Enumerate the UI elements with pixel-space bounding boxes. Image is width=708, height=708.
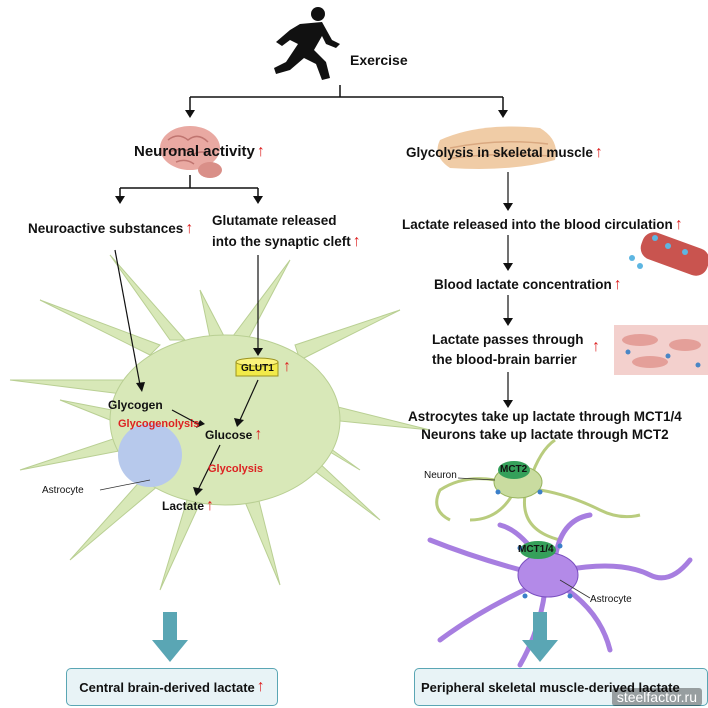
exercise-branch-lines	[189, 85, 504, 112]
blood-lactate-label: Blood lactate concentration↑	[434, 276, 622, 294]
arrowhead-r4	[503, 400, 513, 408]
bbb-up-arrow-icon: ↑	[592, 338, 600, 355]
glycogen-label: Glycogen	[108, 398, 163, 412]
glycolysis-muscle-label: Glycolysis in skeletal muscle↑	[406, 144, 603, 162]
glycogenolysis-label: Glycogenolysis	[118, 418, 200, 430]
left-flow-arrows	[114, 249, 259, 491]
glucose-text: Glucose	[205, 428, 253, 442]
uptake-line2: Neurons take up lactate through MCT2	[421, 427, 669, 442]
neuronal-activity-text: Neuronal activity	[134, 143, 255, 160]
lactate-released-label: Lactate released into the blood circulat…	[402, 216, 683, 234]
up-arrow-icon: ↑	[206, 497, 215, 514]
mct2-label: MCT2	[500, 464, 528, 475]
arrowhead-neuroactive	[115, 196, 125, 204]
glycolysis-muscle-text: Glycolysis in skeletal muscle	[406, 145, 593, 160]
arrowhead-r2	[503, 263, 513, 271]
central-lactate-text: Central brain-derived lactate	[79, 679, 255, 695]
arrowhead-r3	[503, 318, 513, 326]
big-down-arrow-right	[522, 612, 558, 662]
lactate-released-text: Lactate released into the blood circulat…	[402, 217, 673, 232]
up-arrow-icon: ↑	[674, 216, 683, 233]
up-arrow-icon: ↑	[613, 276, 622, 293]
neuron-pointer	[457, 477, 496, 481]
neuroactive-label: Neuroactive substances↑	[28, 220, 193, 238]
arrowhead-to-glucose	[234, 418, 244, 427]
arrowhead-r1	[503, 203, 513, 211]
astrocyte-pointer	[99, 479, 151, 491]
up-arrow-icon: ↑	[185, 220, 194, 237]
up-arrow-icon: ↑	[594, 144, 603, 161]
big-down-arrow-left	[152, 612, 188, 662]
uptake-line1: Astrocytes take up lactate through MCT1/…	[408, 409, 682, 424]
mct14-label: MCT1/4	[518, 544, 554, 555]
lactate-label: Lactate↑	[162, 497, 214, 515]
bbb-line1: Lactate passes through	[432, 332, 584, 347]
astrocyte-right-pointer	[559, 579, 591, 599]
up-arrow-icon: ↑	[256, 143, 265, 160]
arrowhead-to-glut1	[253, 348, 263, 356]
up-arrow-icon: ↑	[254, 426, 263, 443]
runner-icon	[274, 7, 340, 80]
exercise-label: Exercise	[350, 52, 408, 68]
muscle-icon	[437, 126, 556, 169]
neuroactive-text: Neuroactive substances	[28, 221, 184, 236]
lactate-dots	[495, 489, 573, 599]
bbb-line2: the blood-brain barrier	[432, 352, 577, 367]
bbb-label: Lactate passes through the blood-brain b…	[432, 330, 584, 370]
watermark: steelfactor.ru	[611, 688, 702, 706]
left-branch-lines	[119, 175, 259, 198]
neuron-label: Neuron	[424, 470, 457, 481]
astrocyte-label: Astrocyte	[42, 485, 84, 496]
neuronal-activity-label: Neuronal activity↑	[134, 143, 265, 161]
lactate-text: Lactate	[162, 499, 205, 513]
arrowhead-left	[185, 110, 195, 118]
arrowhead-to-glycogen	[136, 382, 145, 392]
arrowhead-glycogen-glucose	[196, 420, 205, 428]
glycolysis-label: Glycolysis	[208, 463, 264, 475]
astrocyte-nucleus	[118, 423, 182, 487]
brain-icon	[160, 126, 222, 178]
glut1-transporter	[235, 357, 279, 377]
astrocyte-cell	[9, 254, 431, 591]
arrowhead-right	[498, 110, 508, 118]
glutamate-label: Glutamate released into the synaptic cle…	[212, 210, 361, 252]
central-lactate-box: Central brain-derived lactate↑	[66, 668, 278, 706]
blood-lactate-text: Blood lactate concentration	[434, 277, 612, 292]
mct14-marker	[520, 541, 556, 559]
mct2-marker	[498, 461, 530, 479]
up-arrow-icon: ↑	[352, 233, 361, 250]
up-arrow-icon: ↑	[256, 678, 265, 695]
glutamate-line1: Glutamate released	[212, 213, 337, 228]
blood-tube-icon	[629, 232, 708, 276]
uptake-label: Astrocytes take up lactate through MCT1/…	[408, 408, 682, 444]
glucose-label: Glucose↑	[205, 426, 262, 444]
astrocyte-right-soma	[517, 552, 579, 598]
astrocyte-right-label: Astrocyte	[590, 594, 632, 605]
glut1-label: GLUT1	[241, 363, 274, 374]
arrowhead-glutamate	[253, 196, 263, 204]
arrowhead-to-lactate	[193, 487, 203, 496]
blood-brain-barrier-icon	[614, 325, 708, 375]
glut1-up-arrow-icon: ↑	[283, 358, 291, 375]
glutamate-line2: into the synaptic cleft	[212, 234, 351, 249]
peripheral-lactate-text: Peripheral skeletal muscle-derived lacta…	[421, 679, 680, 695]
